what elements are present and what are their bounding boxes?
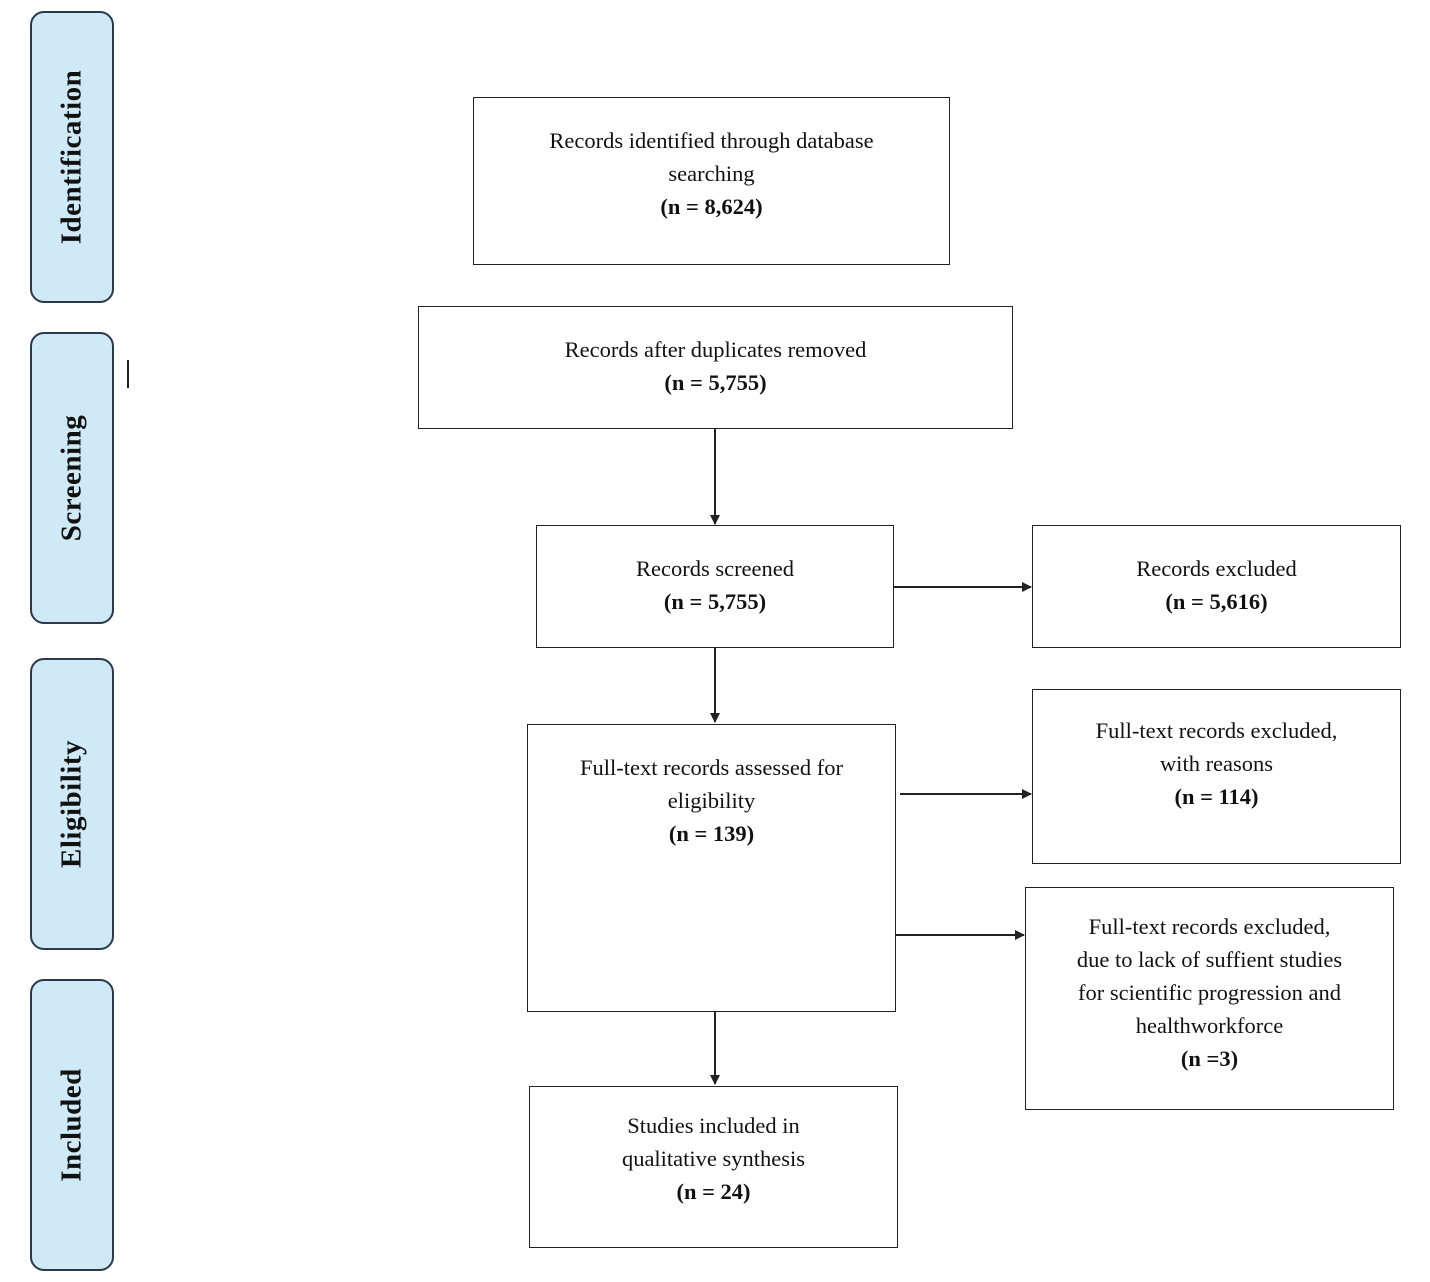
- stage-eligibility: Eligibility: [30, 658, 114, 950]
- box-line: eligibility: [667, 788, 756, 813]
- box-line: searching: [668, 161, 755, 186]
- box-count: (n =3): [1180, 1046, 1239, 1071]
- box-after-duplicates: Records after duplicates removed (n = 5,…: [418, 306, 1013, 429]
- box-line: Full-text records assessed for: [579, 755, 844, 780]
- box-count: (n = 5,616): [1165, 589, 1268, 614]
- stage-included: Included: [30, 979, 114, 1271]
- box-records-screened: Records screened (n = 5,755): [536, 525, 894, 648]
- box-line: Records screened: [635, 556, 795, 581]
- box-studies-included: Studies included in qualitative synthesi…: [529, 1086, 898, 1248]
- box-line: healthworkforce: [1135, 1013, 1284, 1038]
- box-line: for scientific progression and: [1077, 980, 1342, 1005]
- box-count: (n = 8,624): [660, 194, 763, 219]
- box-count: (n = 24): [676, 1179, 751, 1204]
- box-line: Full-text records excluded,: [1095, 718, 1338, 743]
- box-count: (n = 5,755): [663, 589, 767, 614]
- box-line: Studies included in: [627, 1113, 800, 1138]
- box-line: qualitative synthesis: [621, 1146, 806, 1171]
- box-records-excluded: Records excluded (n = 5,616): [1032, 525, 1401, 648]
- box-line: with reasons: [1159, 751, 1274, 776]
- box-records-identified: Records identified through database sear…: [473, 97, 950, 265]
- box-line: Records identified through database: [549, 128, 874, 153]
- box-count: (n = 5,755): [664, 370, 767, 395]
- box-fulltext-assessed: Full-text records assessed for eligibili…: [527, 724, 896, 1012]
- box-line: due to lack of suffient studies: [1076, 947, 1343, 972]
- box-line: Records after duplicates removed: [564, 337, 867, 362]
- box-count: (n = 139): [668, 821, 755, 846]
- stray-mark: [127, 360, 129, 388]
- box-fulltext-excluded-reasons: Full-text records excluded, with reasons…: [1032, 689, 1401, 864]
- box-fulltext-excluded-lack: Full-text records excluded, due to lack …: [1025, 887, 1394, 1110]
- box-line: Full-text records excluded,: [1088, 914, 1331, 939]
- stage-screening: Screening: [30, 332, 114, 624]
- box-count: (n = 114): [1174, 784, 1259, 809]
- box-line: Records excluded: [1136, 556, 1297, 581]
- stage-identification: Identification: [30, 11, 114, 303]
